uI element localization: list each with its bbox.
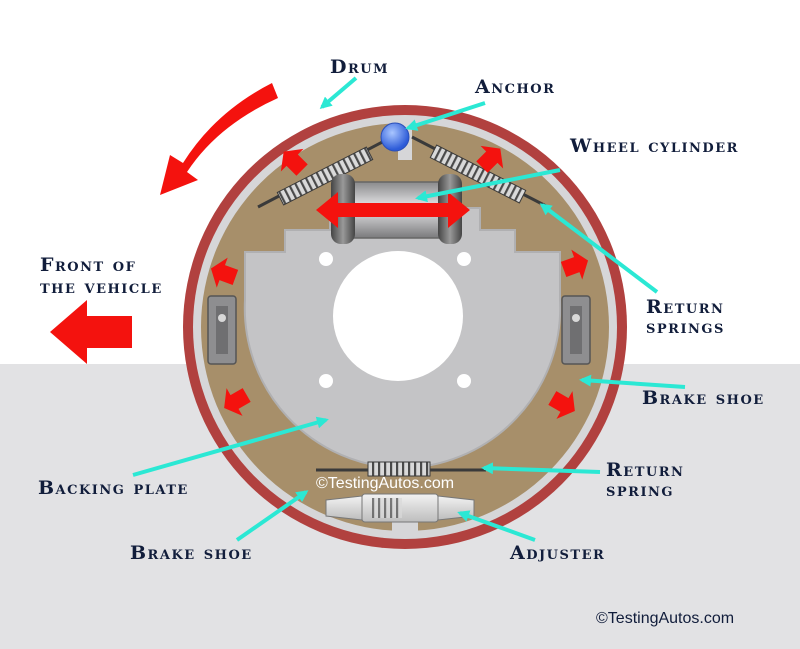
bolt-hole [319, 374, 333, 388]
hub-hole [333, 251, 463, 381]
anchor-pin [380, 122, 410, 152]
label-return-springs-line1: Return [646, 296, 724, 318]
bolt-hole [319, 252, 333, 266]
bolt-hole [457, 252, 471, 266]
label-brake-shoe-right: Brake shoe [642, 387, 765, 409]
adjuster [325, 493, 475, 523]
adjuster-leader [457, 510, 536, 542]
front-direction-arrow [50, 300, 132, 364]
label-return-spring-line2: spring [606, 479, 674, 501]
label-front-line2: the vehicle [40, 276, 163, 298]
return-spring-right [411, 135, 549, 209]
return-spring-left [257, 135, 393, 209]
cylinder-expansion-arrow [316, 192, 470, 228]
label-wheel-cylinder: Wheel cylinder [569, 135, 739, 157]
label-front-line1: Front of [40, 254, 136, 276]
return-spring-bottom [316, 461, 486, 477]
wheel-cylinder-leader [415, 168, 561, 203]
hold-down-clip-left [207, 295, 237, 365]
brake-shoe-right-leader [579, 374, 686, 389]
return-springs-leader [539, 203, 659, 294]
brake-shoe-bottom-leader [235, 490, 309, 542]
return-spring-leader [481, 462, 601, 475]
label-anchor: Anchor [474, 76, 555, 98]
watermark-outer: ©TestingAutos.com [596, 610, 734, 627]
drum-leader [319, 76, 358, 109]
hold-down-clip-right [561, 295, 591, 365]
bolt-hole [457, 374, 471, 388]
rotation-arrow [160, 83, 278, 195]
anchor-leader [405, 101, 486, 131]
label-backing-plate: Backing plate [38, 477, 189, 499]
label-adjuster: Adjuster [509, 542, 605, 564]
shoe-force-arrows [210, 145, 589, 419]
leader-arrows [132, 76, 686, 542]
label-return-spring-line1: Return [606, 459, 684, 481]
backing-plate-leader [132, 416, 329, 477]
label-drum: Drum [330, 56, 389, 78]
label-return-springs-line2: springs [646, 316, 725, 338]
watermark-inner: ©TestingAutos.com [316, 475, 454, 492]
label-brake-shoe-bottom: Brake shoe [130, 542, 253, 564]
